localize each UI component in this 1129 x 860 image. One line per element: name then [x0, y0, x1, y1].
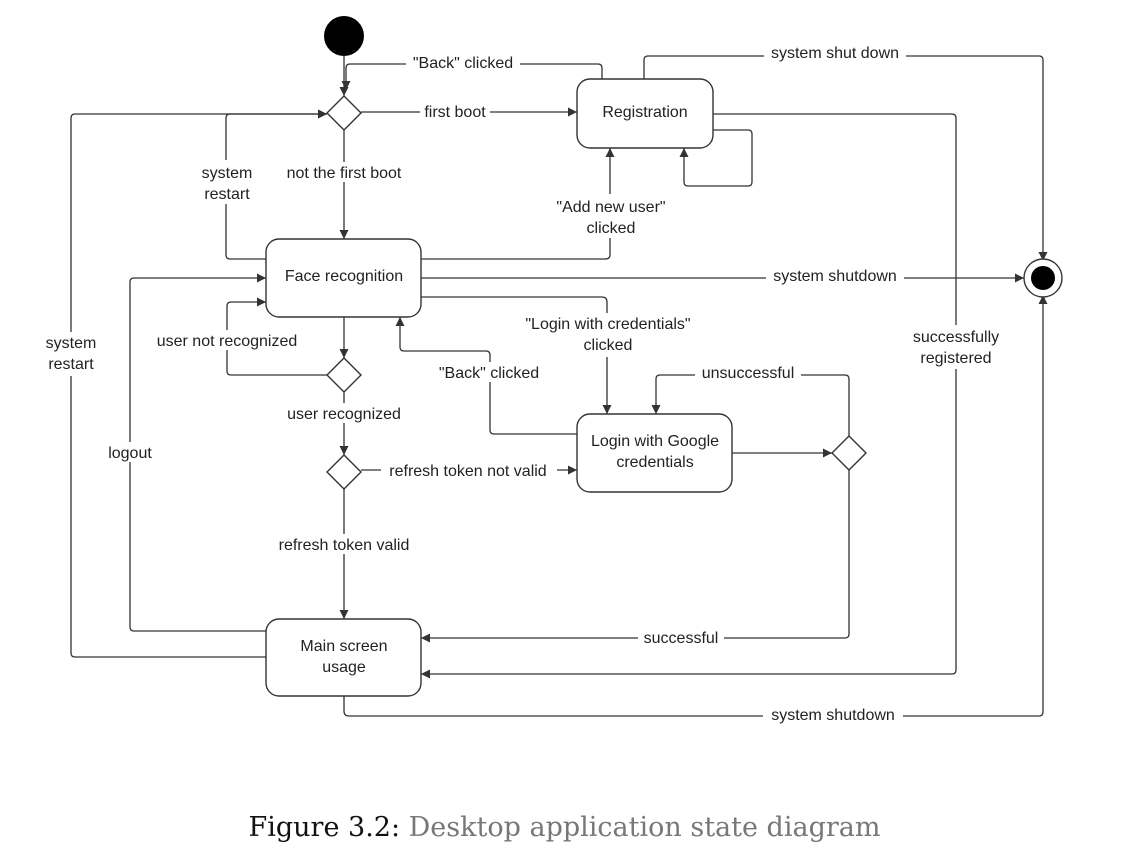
- label-system-restart-2-line1: system: [46, 335, 97, 352]
- decision-boot: [326, 95, 362, 131]
- label-login-with-credentials-line1: "Login with credentials": [525, 316, 690, 333]
- label-user-not-recognized: user not recognized: [157, 333, 298, 350]
- label-add-new-user-line2: clicked: [587, 220, 636, 237]
- label-login-with-credentials-line2: clicked: [584, 337, 633, 354]
- label-user-recognized: user recognized: [287, 406, 401, 423]
- figure-caption: Figure 3.2: Desktop application state di…: [0, 812, 1129, 843]
- face-recognition-label: Face recognition: [285, 268, 403, 285]
- figure-number: Figure 3.2:: [248, 812, 401, 843]
- registration-label: Registration: [602, 104, 687, 121]
- login-google-label-line2: credentials: [616, 454, 693, 471]
- decision-login-result: [831, 435, 867, 471]
- login-google-label-line1: Login with Google: [591, 433, 719, 450]
- edge-back-from-login: [395, 317, 577, 435]
- initial-state: [324, 16, 364, 56]
- label-system-shutdown-bottom: system shutdown: [771, 707, 895, 724]
- label-back-clicked-mid: "Back" clicked: [439, 365, 539, 382]
- figure-caption-text: Desktop application state diagram: [408, 812, 881, 843]
- label-system-restart-1-line1: system: [202, 165, 253, 182]
- state-face-recognition: [265, 238, 422, 318]
- state-login-google: [576, 413, 733, 493]
- label-not-first-boot: not the first boot: [287, 165, 402, 182]
- label-back-clicked-top: "Back" clicked: [413, 55, 513, 72]
- label-refresh-token-valid: refresh token valid: [279, 537, 410, 554]
- edge-successfully-registered: [421, 113, 957, 679]
- state-registration: [576, 78, 714, 149]
- decision-refresh-token: [326, 454, 362, 490]
- label-successfully-registered-line1: successfully: [913, 329, 999, 346]
- edge-successful: [421, 470, 850, 643]
- label-logout: logout: [108, 445, 152, 462]
- state-main-screen: [265, 618, 422, 697]
- edge-add-new-user: [421, 148, 615, 260]
- label-successful: successful: [644, 630, 719, 647]
- label-first-boot: first boot: [424, 104, 486, 121]
- state-diagram: Registration Face recognition Login with…: [45, 16, 1063, 724]
- main-screen-label-line1: Main screen: [300, 638, 387, 655]
- label-system-restart-2-line2: restart: [48, 356, 94, 373]
- label-system-restart-1-line2: restart: [204, 186, 250, 203]
- label-add-new-user-line1: "Add new user": [556, 199, 665, 216]
- final-state: [1023, 258, 1063, 298]
- edge-login-with-credentials: [421, 296, 612, 414]
- label-system-shut-down: system shut down: [771, 45, 899, 62]
- label-successfully-registered-line2: registered: [920, 350, 991, 367]
- label-unsuccessful: unsuccessful: [702, 365, 795, 382]
- label-system-shutdown-mid: system shutdown: [773, 268, 897, 285]
- label-refresh-token-not-valid: refresh token not valid: [389, 463, 546, 480]
- main-screen-label-line2: usage: [322, 659, 366, 676]
- edge-main-shutdown: [343, 295, 1048, 717]
- decision-recognition: [326, 357, 362, 393]
- edge-main-system-restart: [70, 109, 327, 658]
- edge-registration-self-loop: [679, 129, 753, 187]
